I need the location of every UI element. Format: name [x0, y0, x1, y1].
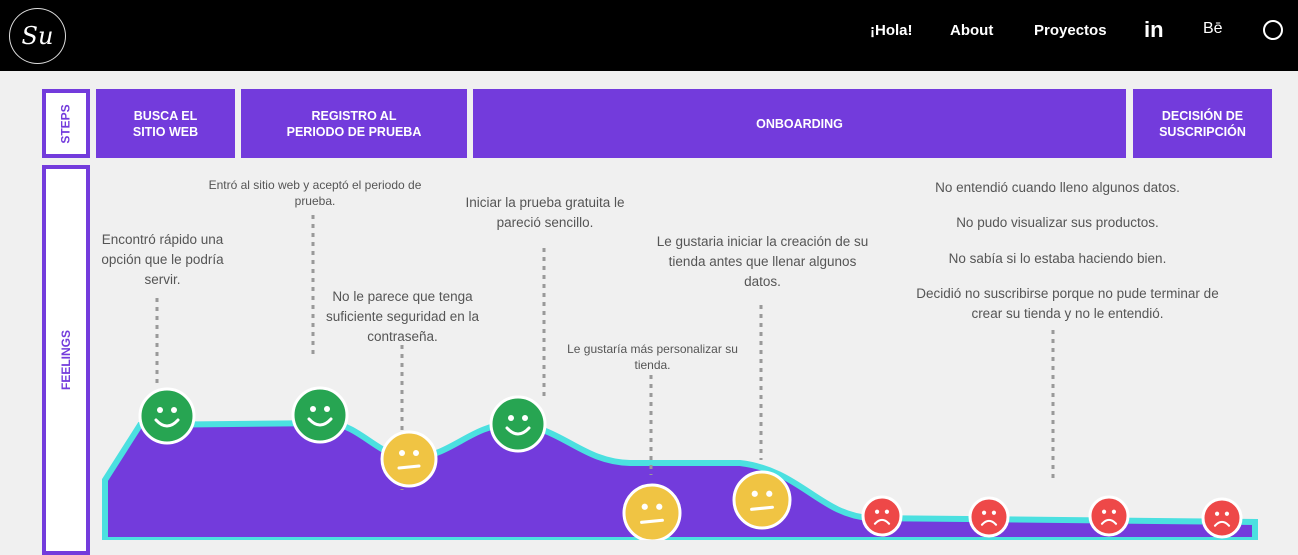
neutral-face-icon — [732, 470, 792, 530]
comment: No pudo visualizar sus productos. — [956, 215, 1159, 230]
comment: Encontró rápido una opción que le podría… — [101, 232, 224, 287]
logo[interactable]: Su — [9, 8, 66, 64]
feelings-label: FEELINGS — [42, 165, 90, 555]
sad-face-icon — [1088, 495, 1130, 537]
neutral-face-icon — [380, 430, 438, 488]
happy-face-icon — [138, 387, 196, 445]
comment: Decidió no suscribirse porque no pude te… — [916, 286, 1219, 321]
linkedin-icon[interactable]: in — [1144, 17, 1164, 42]
sad-face-icon — [1201, 497, 1243, 539]
comment: Le gustaria iniciar la creación de su ti… — [656, 234, 869, 289]
header: Su ¡Hola! About Proyectos in Bē — [0, 0, 1298, 71]
steps-label: STEPS — [42, 89, 90, 158]
comment: Le gustaría más personalizar su tienda. — [567, 342, 738, 372]
nav-proyectos[interactable]: Proyectos — [1034, 22, 1107, 39]
step-decision: DECISIÓN DE SUSCRIPCIÓN — [1133, 89, 1272, 158]
happy-face-icon — [489, 395, 547, 453]
sad-face-icon — [861, 495, 903, 537]
happy-face-icon — [291, 386, 349, 444]
nav-hola[interactable]: ¡Hola! — [870, 22, 913, 39]
emotion-area — [102, 419, 1258, 540]
feelings-chart — [102, 215, 1258, 540]
behance-icon[interactable]: Bē — [1203, 20, 1223, 37]
comment: Entró al sitio web y aceptó el periodo d… — [208, 178, 422, 208]
step-busca: BUSCA EL SITIO WEB — [96, 89, 235, 158]
comment: No sabía si lo estaba haciendo bien. — [948, 251, 1167, 266]
whatsapp-icon[interactable] — [1263, 20, 1283, 40]
step-onboarding: ONBOARDING — [473, 89, 1126, 158]
nav-about[interactable]: About — [950, 22, 994, 39]
comment: Iniciar la prueba gratuita le pareció se… — [465, 195, 625, 230]
neutral-face-icon — [622, 483, 682, 540]
step-registro: REGISTRO AL PERIODO DE PRUEBA — [241, 89, 467, 158]
sad-face-icon — [968, 496, 1010, 538]
comment: No entendió cuando lleno algunos datos. — [935, 180, 1180, 195]
comment: No le parece que tenga suficiente seguri… — [325, 289, 480, 344]
